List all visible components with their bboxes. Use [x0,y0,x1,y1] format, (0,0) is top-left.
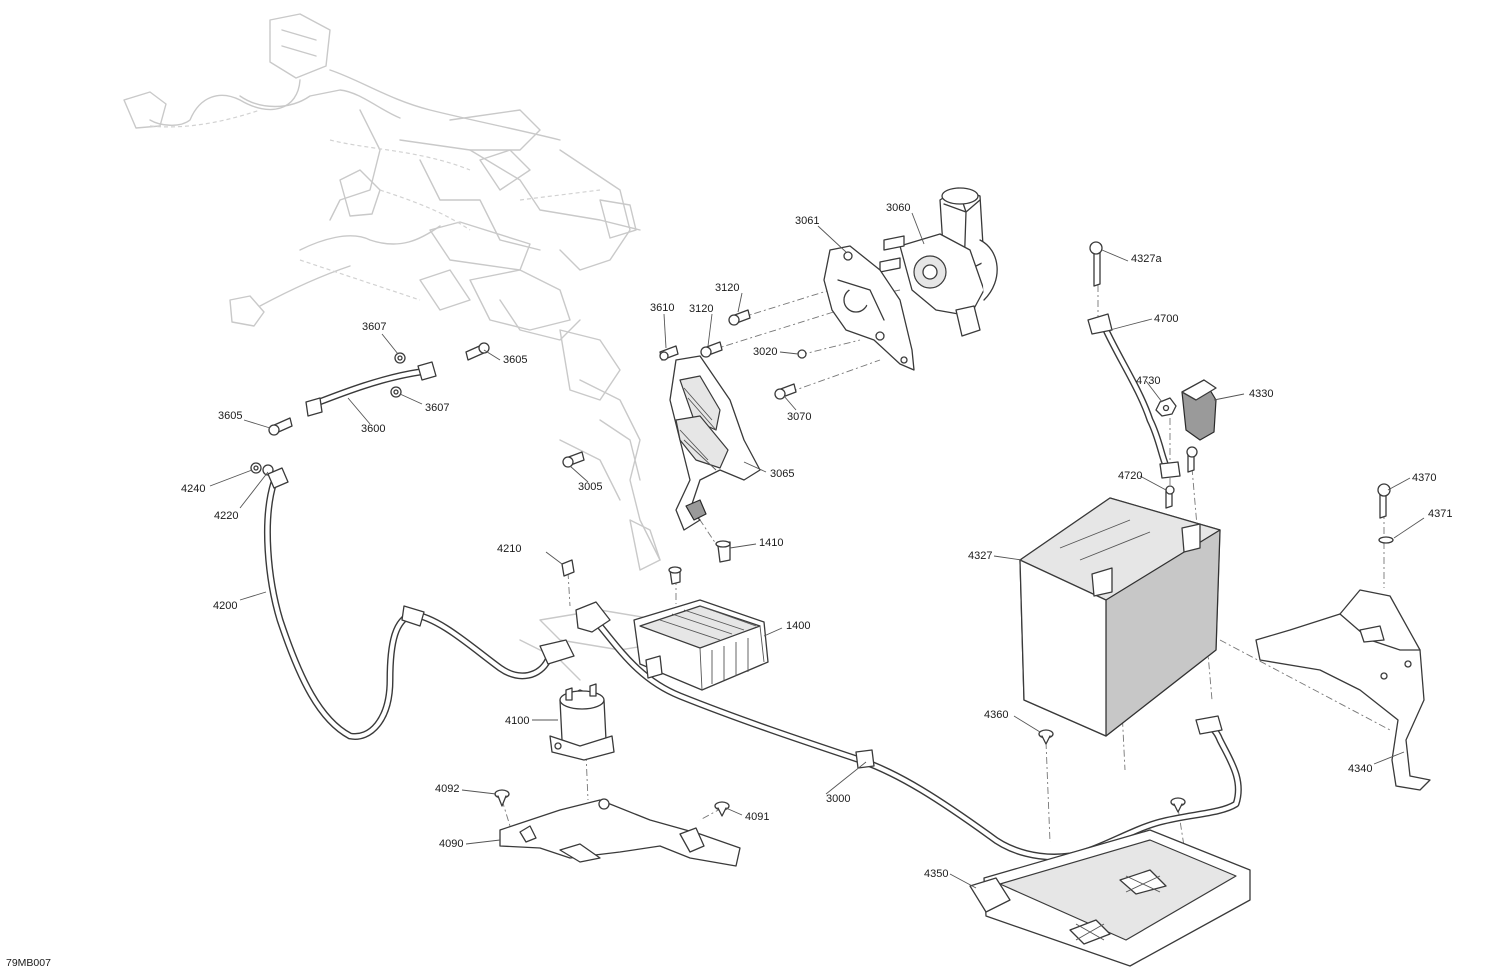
part-4700-positive-cable [1087,313,1181,479]
callout-3120-upper: 3120 [715,282,739,294]
callout-4370: 4370 [1412,472,1436,484]
washer-4371 [1378,536,1394,544]
part-4200-battery-cable [264,467,575,740]
ghosted-frame-assembly [123,13,681,681]
part-4350-battery-tray [969,829,1251,967]
part-4327-battery [1019,497,1221,737]
callout-3600: 3600 [361,423,385,435]
callout-4091: 4091 [745,811,769,823]
bolt-4370 [1377,483,1391,519]
callout-4327: 4327 [968,550,992,562]
washer-4240 [250,462,262,474]
callout-4220: 4220 [214,510,238,522]
assembly-guide-lines [501,285,1391,847]
bolt-3605-lower [268,417,293,436]
callout-4360: 4360 [984,709,1008,721]
callout-4700: 4700 [1154,313,1178,325]
callout-labels: 3060 3061 4327a 3120 3120 3610 3607 3605… [181,202,1452,880]
clip-4350-b [1170,797,1186,813]
part-1400-voltage-regulator [633,599,769,691]
bolt-1410 [715,540,731,563]
callout-4100: 4100 [505,715,529,727]
callout-3610: 3610 [650,302,674,314]
part-4340-battery-bracket [1255,589,1431,791]
callout-4330: 4330 [1249,388,1273,400]
callout-3070: 3070 [787,411,811,423]
clip-4091 [714,801,730,817]
part-3065-fuse-box [669,355,761,531]
callout-leader-lines [209,212,1425,889]
callout-4200: 4200 [213,600,237,612]
callout-1410: 1410 [759,537,783,549]
bolt-4720-b [1165,485,1175,509]
bolt-3070 [774,383,797,400]
callout-4092: 4092 [435,783,459,795]
nut-4730 [1155,397,1177,417]
nut-3607-lower [390,386,402,398]
callout-4720: 4720 [1118,470,1142,482]
callout-3005: 3005 [578,481,602,493]
callout-4090: 4090 [439,838,463,850]
callout-3120-lower: 3120 [689,303,713,315]
callout-3605-left: 3605 [218,410,242,422]
nut-3607-upper [394,352,406,364]
bolt-1400-mount [668,566,682,585]
bolt-4720 [1186,446,1198,473]
nut-4210 [561,559,575,577]
bolt-4327a [1089,241,1103,287]
part-4090-relay-support [499,798,741,867]
callout-3000: 3000 [826,793,850,805]
clip-4360 [1038,729,1054,745]
callout-3605-right: 3605 [503,354,527,366]
callout-3607-upper: 3607 [362,321,386,333]
diagram-reference-code: 79MB007 [6,957,51,969]
bolt-3605-upper [465,342,490,361]
callout-4240: 4240 [181,483,205,495]
callout-3061: 3061 [795,215,819,227]
nut-3020 [797,349,807,359]
bolt-3005 [562,451,585,468]
callout-4327a: 4327a [1131,253,1162,265]
bolt-3120-a [728,309,751,326]
part-4100-starter-solenoid [549,683,615,761]
clip-4092 [494,789,510,807]
fasteners [250,241,1394,817]
callout-4371: 4371 [1428,508,1452,520]
callout-3607-lower: 3607 [425,402,449,414]
callout-1400: 1400 [786,620,810,632]
part-3061-mounting-plate [823,245,915,371]
callout-4340: 4340 [1348,763,1372,775]
part-3600-ground-strap [305,361,437,417]
part-4330-terminal-cover [1181,379,1217,441]
bolt-3120-b [700,341,723,358]
callout-3020: 3020 [753,346,777,358]
callout-4350: 4350 [924,868,948,880]
callout-4730: 4730 [1136,375,1160,387]
bolt-3610 [659,345,679,361]
part-3060-actuator-motor [879,187,998,337]
callout-3065: 3065 [770,468,794,480]
part-3000-main-harness [575,601,1242,861]
callout-4210: 4210 [497,543,521,555]
callout-3060: 3060 [886,202,910,214]
